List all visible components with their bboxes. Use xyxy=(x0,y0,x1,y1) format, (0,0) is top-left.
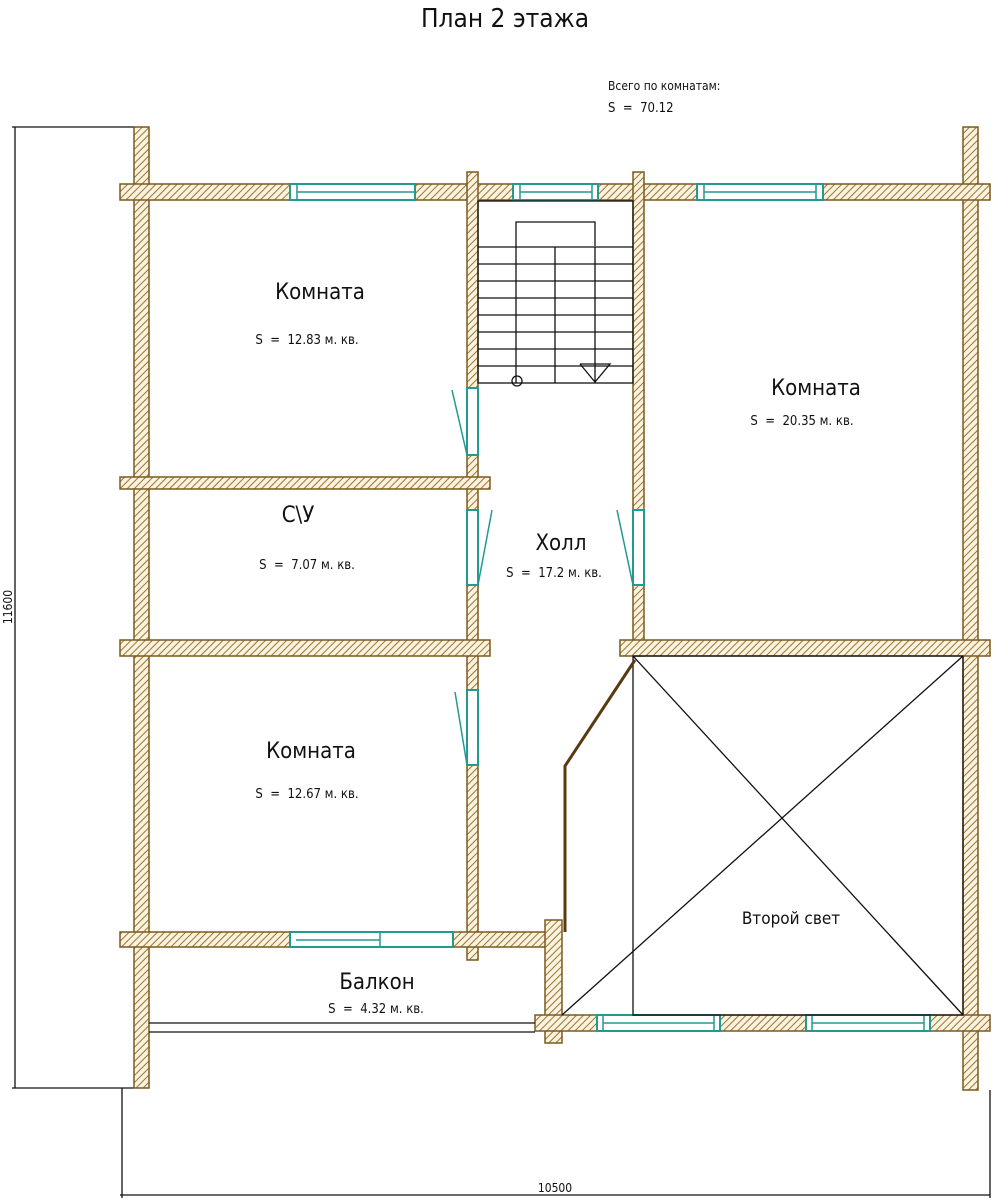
room-name: Балкон xyxy=(339,970,414,995)
room-area: S = 4.32 м. кв. xyxy=(328,1002,424,1017)
room-name: Комната xyxy=(275,280,365,305)
room-area: S = 7.07 м. кв. xyxy=(259,558,355,573)
room-name: Комната xyxy=(266,739,356,764)
summary-label: Всего по комнатам: xyxy=(608,79,720,93)
staircase xyxy=(477,200,634,387)
windows xyxy=(289,183,931,1032)
balcony-railing xyxy=(149,1022,535,1033)
dimension-lines xyxy=(12,126,991,1198)
window xyxy=(512,183,599,201)
room-name: Холл xyxy=(536,531,587,556)
dimension-height: 11600 xyxy=(1,590,15,624)
room-area: S = 12.83 м. кв. xyxy=(255,333,358,348)
room-area: S = 20.35 м. кв. xyxy=(750,414,853,429)
summary-area: S = 70.12 xyxy=(608,101,674,116)
plan-title: План 2 этажа xyxy=(421,4,589,34)
room-name: Второй свет xyxy=(742,909,840,929)
doors xyxy=(451,387,645,766)
room-name: С\У xyxy=(282,503,315,528)
room-area: S = 17.2 м. кв. xyxy=(506,566,602,581)
window xyxy=(805,1014,931,1032)
window xyxy=(696,183,824,201)
window xyxy=(289,183,416,201)
second-light-void xyxy=(561,655,964,1016)
dimension-width: 10500 xyxy=(538,1181,572,1195)
window xyxy=(289,931,454,948)
room-area: S = 12.67 м. кв. xyxy=(255,787,358,802)
room-name: Комната xyxy=(771,376,861,401)
window xyxy=(596,1014,721,1032)
